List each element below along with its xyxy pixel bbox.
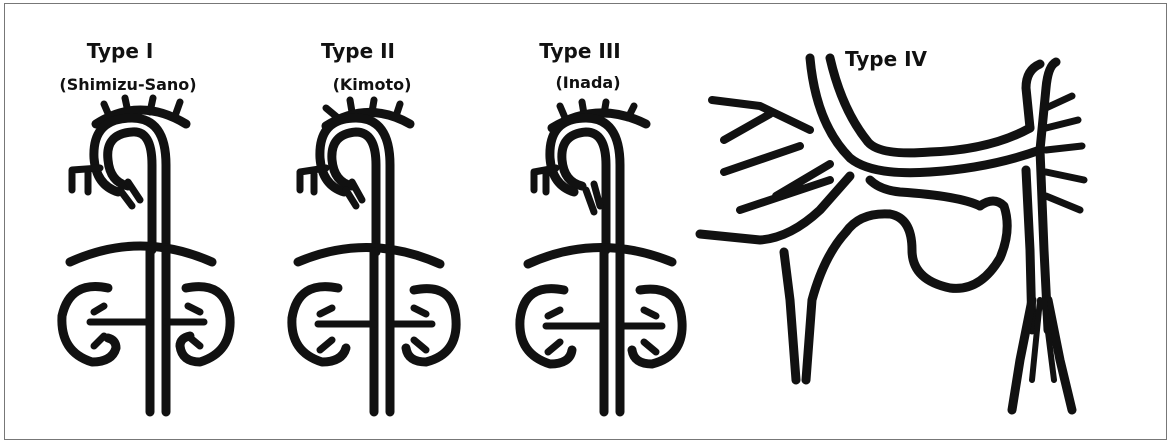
panel-type-2: Type II (Kimoto) bbox=[292, 39, 456, 412]
type-2-label: Type II bbox=[321, 39, 395, 63]
panel-type-1: Type I (Shimizu-Sano) bbox=[59, 39, 230, 412]
type-1-author: (Shimizu-Sano) bbox=[59, 75, 196, 94]
type-4-label: Type IV bbox=[845, 47, 928, 71]
type-1-label: Type I bbox=[87, 39, 154, 63]
type-3-author: (Inada) bbox=[555, 73, 620, 92]
panel-type-3: Type III (Inada) bbox=[520, 39, 682, 412]
panel-type-4: Type IV bbox=[700, 47, 1084, 410]
type-3-label: Type III bbox=[539, 39, 620, 63]
type-2-author: (Kimoto) bbox=[333, 75, 412, 94]
